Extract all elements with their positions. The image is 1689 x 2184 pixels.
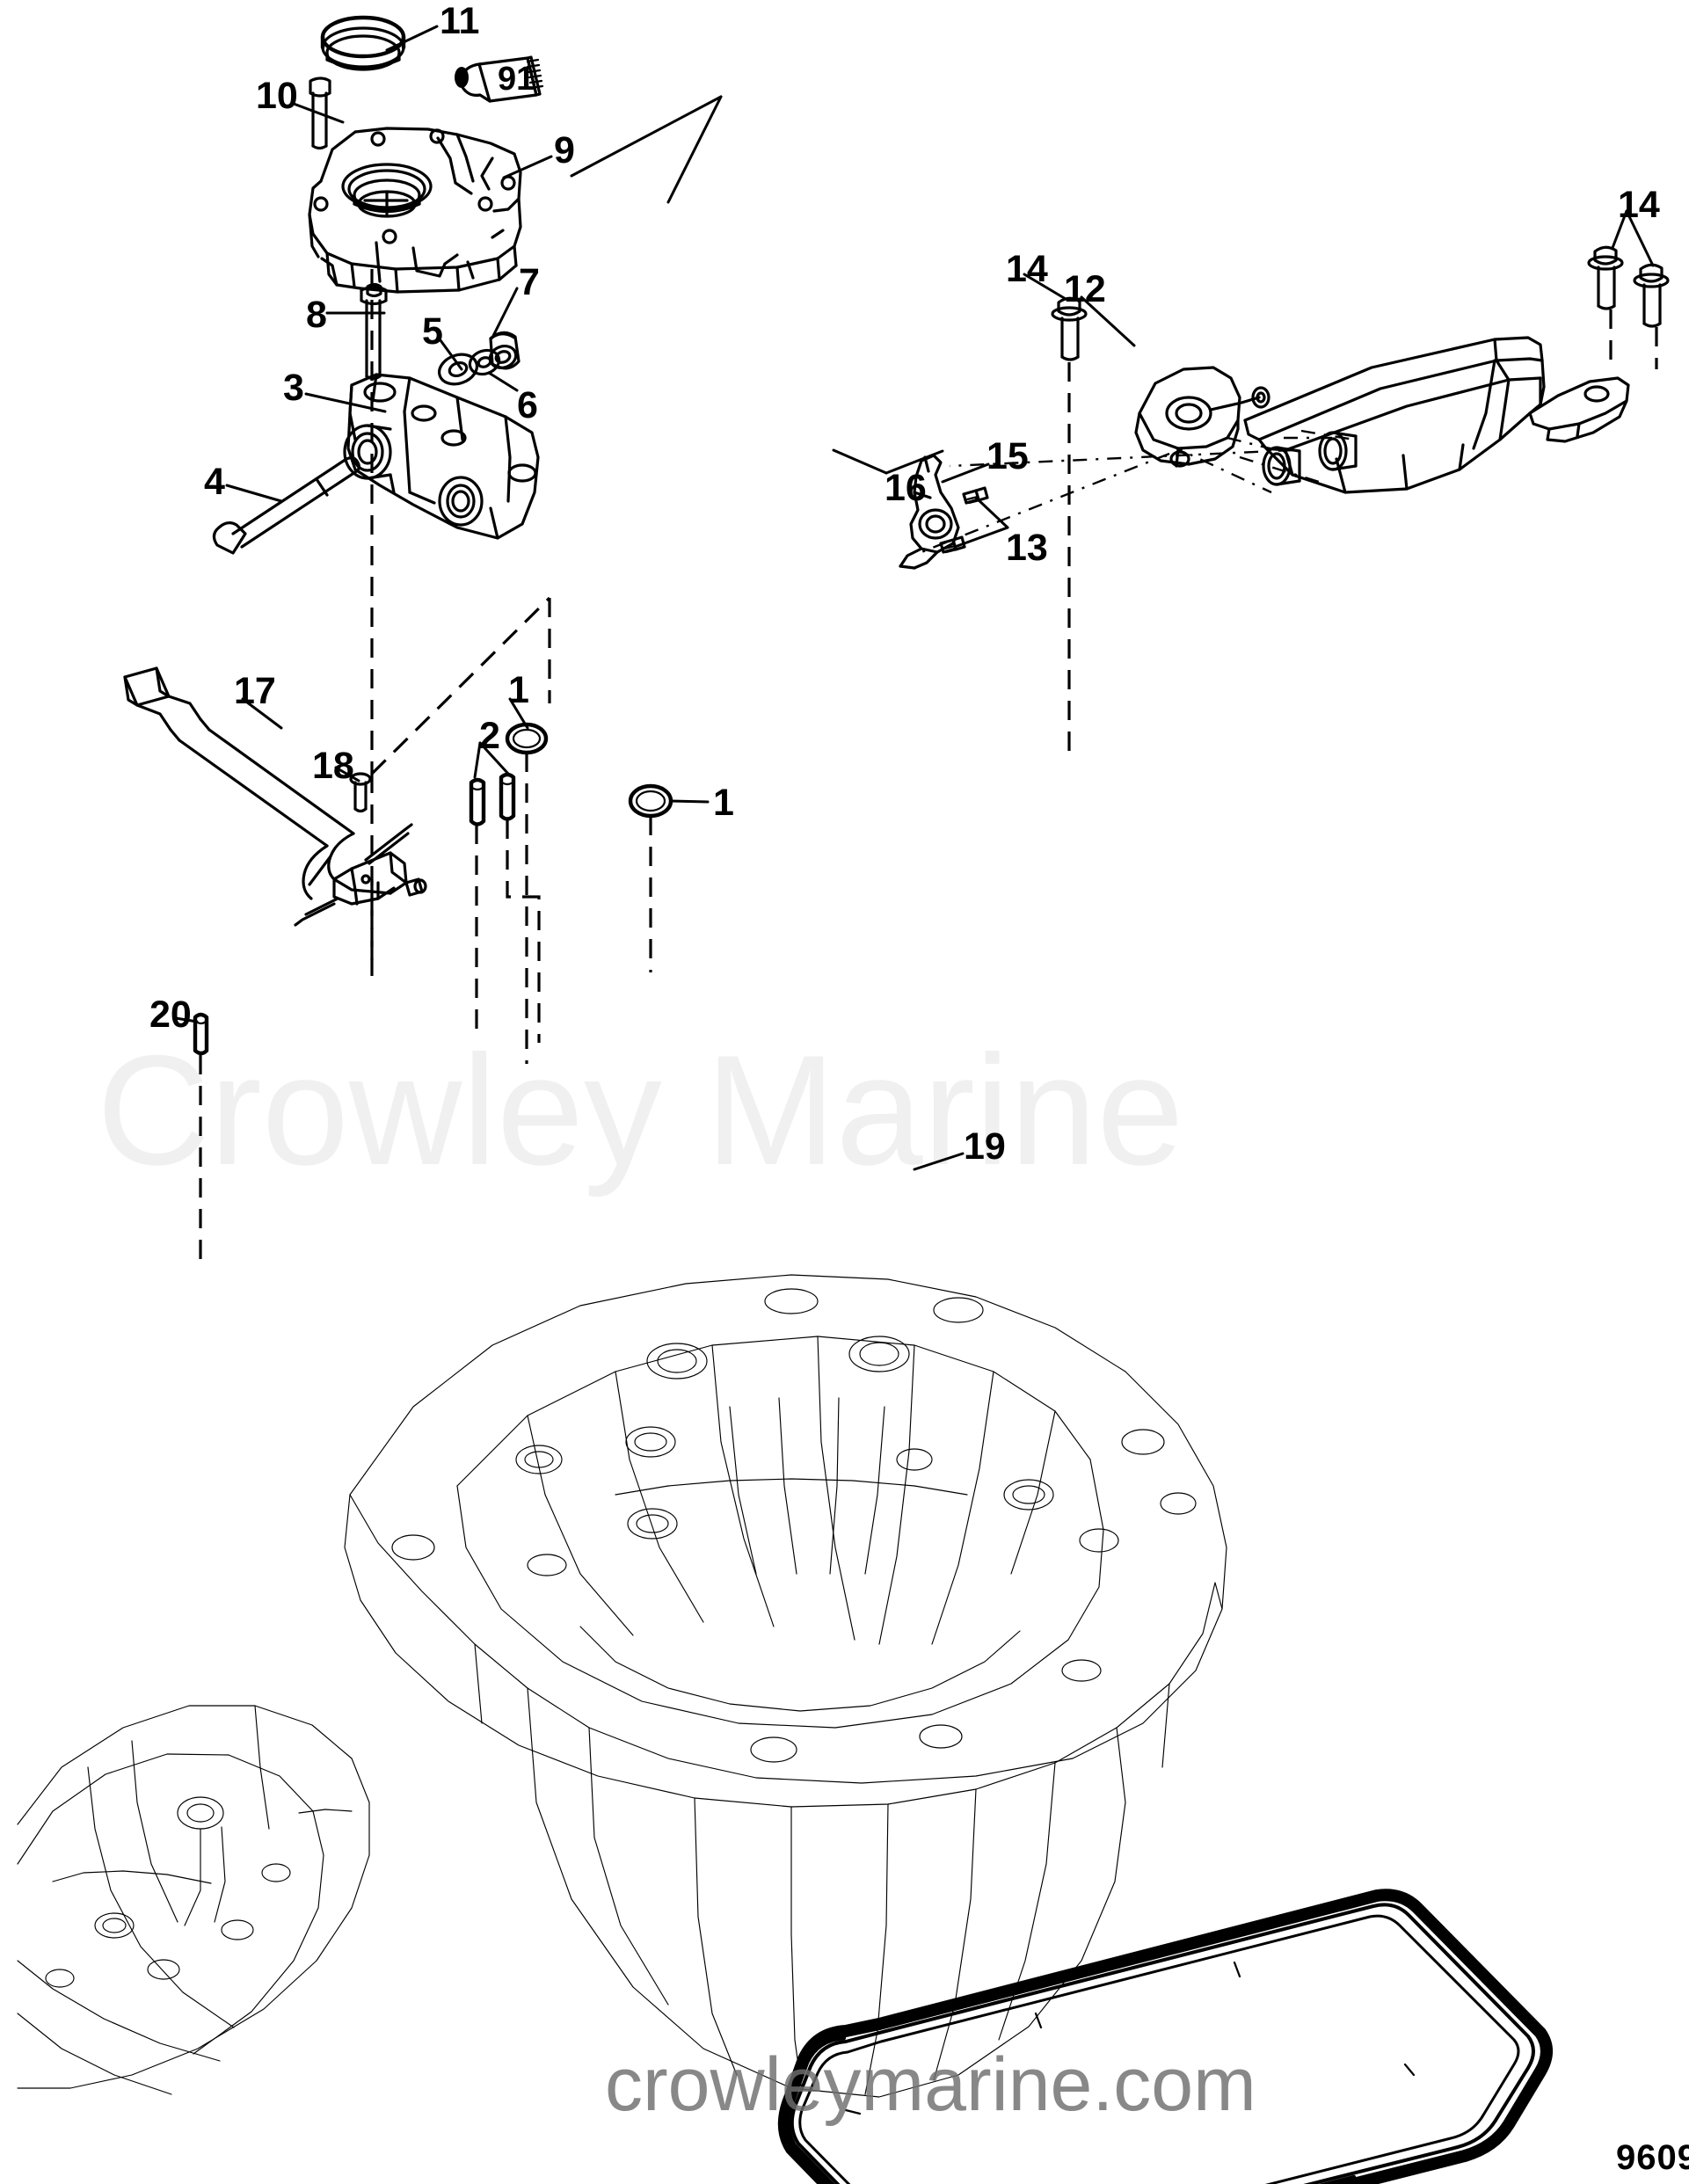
callout-8: 8 <box>306 294 327 336</box>
callout-17: 17 <box>234 670 276 712</box>
part-2-dowel-pin-b <box>499 772 516 821</box>
watermark-primary: Crowley Marine <box>97 1023 1184 1198</box>
part-13-screw-a <box>962 486 989 505</box>
part-14-bolt-flange-b <box>1587 245 1624 310</box>
callout-7: 7 <box>519 261 540 303</box>
inset-housing-lower-left <box>17 1705 370 2095</box>
callout-4: 4 <box>204 461 225 503</box>
part-2-dowel-pin-a <box>469 777 486 826</box>
part-3-swivel-bracket <box>343 373 540 540</box>
part-12-steering-arm <box>1134 336 1630 494</box>
part-16-bushing-b <box>1318 431 1358 471</box>
callout-3: 3 <box>283 367 304 409</box>
callout-2: 2 <box>479 715 500 757</box>
part-11-oil-seal <box>320 15 406 71</box>
assembly-centerlines <box>199 269 1658 1266</box>
part-17-trim-sender-harness <box>123 666 427 927</box>
callout-leader-lines <box>174 25 1655 1171</box>
callout-19: 19 <box>964 1125 1006 1168</box>
callout-1-lower: 1 <box>713 782 734 824</box>
part-10-bolt <box>309 76 331 150</box>
callout-18: 18 <box>312 745 354 787</box>
watermark-secondary: crowleymarine.com <box>605 2042 1256 2127</box>
drawing-number: 9609 <box>1616 2138 1689 2177</box>
sealant-tube-label: 91 <box>498 61 535 98</box>
phantom-locators <box>921 429 1355 554</box>
sealant-tube <box>455 55 544 103</box>
part-16-bushing-a <box>1262 446 1301 486</box>
callout-16: 16 <box>885 467 927 509</box>
part-19-seal-gasket <box>777 1889 1553 2184</box>
callout-11: 11 <box>440 0 480 42</box>
part-14-bolt-flange-c <box>1633 263 1670 328</box>
callout-14-left: 14 <box>1006 248 1048 290</box>
part-13-screw-b <box>939 535 966 554</box>
callout-14-right: 14 <box>1618 184 1660 226</box>
part-1-o-ring-b <box>628 783 673 819</box>
main-housing-adapter-plate <box>344 1274 1227 2098</box>
callout-15: 15 <box>986 435 1029 477</box>
callout-9: 9 <box>554 129 575 171</box>
part-8-bolt-long <box>360 282 388 381</box>
part-9-bearing-carrier <box>308 127 522 294</box>
part-4-bolt-through <box>212 456 361 555</box>
callout-10: 10 <box>256 75 298 117</box>
callout-20: 20 <box>149 994 192 1036</box>
part-18-screw-small <box>349 772 372 813</box>
callout-12: 12 <box>1064 268 1106 310</box>
callout-6: 6 <box>517 384 538 426</box>
callout-5: 5 <box>422 310 443 353</box>
callout-13: 13 <box>1006 527 1048 569</box>
callout-1-upper: 1 <box>508 669 529 711</box>
